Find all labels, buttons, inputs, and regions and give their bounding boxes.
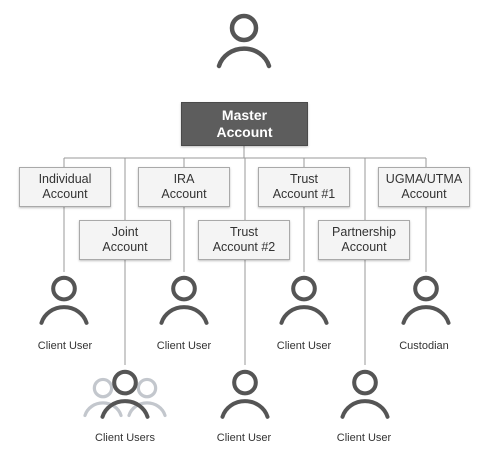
ira-user-icon [159,275,209,325]
ugma-account-box: UGMA/UTMA Account [378,167,470,207]
ira-account-line2: Account [161,187,207,201]
trust1-user-label: Client User [276,340,332,352]
individual-user-icon [39,275,89,325]
user-icons [39,13,451,419]
partnership-account-box: Partnership Account [318,220,410,260]
joint-account-box: Joint Account [79,220,171,260]
master-account-box: Master Account [181,102,308,146]
trust1-account-line2: Account #1 [272,187,336,201]
group-member-left-icon [83,377,123,418]
ira-account-line1: IRA [173,172,195,186]
trust1-user-icon [279,275,329,325]
individual-account-line2: Account [42,187,88,201]
joint-users-label: Client Users [95,432,155,444]
partnership-account-line1: Partnership [332,225,396,239]
custodian-user-icon [401,275,451,325]
master-account-line1: Master [221,107,268,123]
individual-account-line1: Individual [38,172,92,186]
master-account-line2: Account [216,124,273,140]
partnership-account-line2: Account [341,240,387,254]
ira-user-label: Client User [156,340,212,352]
ugma-user-label: Custodian [399,340,449,352]
connector-lines [63,146,427,365]
user-group-icon [83,369,167,419]
ugma-account-line1: UGMA/UTMA [385,172,463,186]
trust2-account-line2: Account #2 [212,240,276,254]
group-member-right-icon [127,377,167,418]
trust1-account-line1: Trust [289,172,318,186]
joint-account-line2: Account [102,240,148,254]
individual-user-label: Client User [37,340,93,352]
master-user-icon [216,13,272,69]
ugma-account-line2: Account [401,187,447,201]
ira-account-box: IRA Account [138,167,230,207]
trust2-user-label: Client User [216,432,272,444]
trust1-account-box: Trust Account #1 [258,167,350,207]
partnership-user-icon [340,369,390,419]
trust2-user-icon [220,369,270,419]
group-member-center-icon [100,369,150,419]
trust2-account-box: Trust Account #2 [198,220,290,260]
individual-account-box: Individual Account [19,167,111,207]
partnership-user-label: Client User [336,432,392,444]
trust2-account-line1: Trust [229,225,258,239]
joint-account-line1: Joint [111,225,139,239]
